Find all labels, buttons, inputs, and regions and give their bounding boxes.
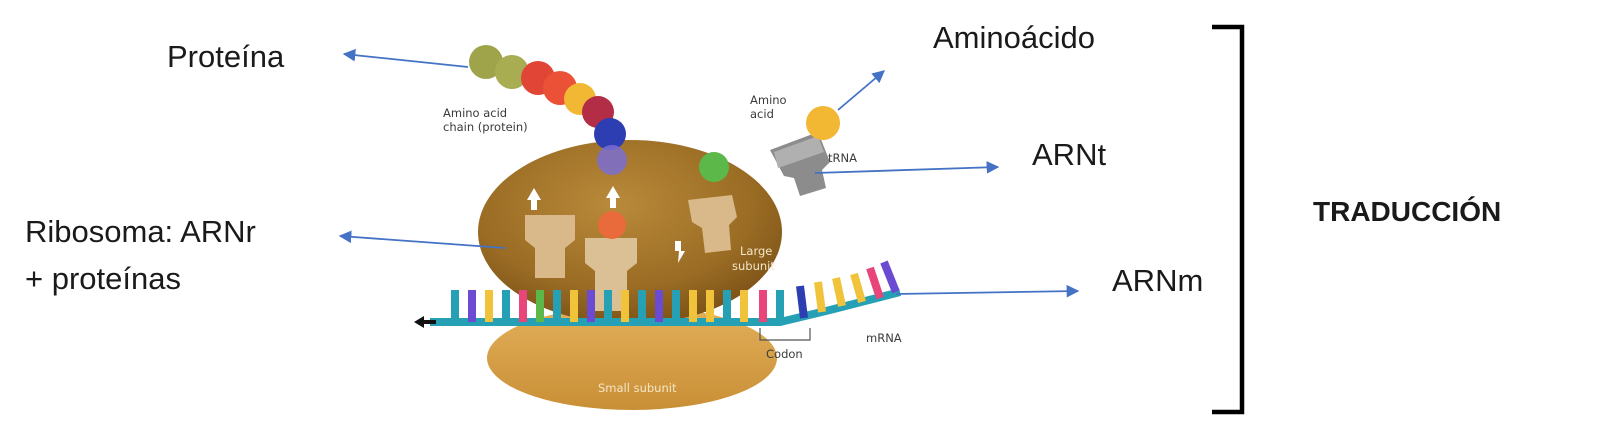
trna-label: tRNA	[828, 151, 857, 165]
arrow-ribosome	[338, 230, 506, 249]
label-amino-acid: Aminoácido	[933, 20, 1095, 55]
label-protein: Proteína	[167, 39, 285, 74]
free-amino-acid	[806, 106, 840, 140]
free-trna	[770, 132, 830, 196]
small-subunit	[487, 306, 777, 410]
trna-right-shape	[688, 195, 737, 253]
small-subunit-label: Small subunit	[598, 381, 677, 395]
label-trna: ARNt	[1032, 137, 1107, 172]
amino-label-line1: Amino	[750, 93, 787, 107]
label-mrna: ARNm	[1112, 263, 1204, 298]
mrna-bases	[451, 260, 900, 322]
trna-left-shape	[525, 215, 575, 278]
mrna-small-label: mRNA	[866, 331, 902, 345]
chain-label-line2: chain (protein)	[443, 120, 528, 134]
protein-chain	[469, 45, 627, 175]
amino-label-line2: acid	[750, 107, 774, 121]
large-subunit-label-line1: Large	[740, 244, 772, 258]
arrow-trna	[814, 161, 1000, 174]
label-ribosome-line1: Ribosoma: ARNr	[25, 214, 256, 249]
label-process: TRADUCCIÓN	[1313, 196, 1502, 227]
arrow-mrna	[895, 284, 1080, 298]
arrow-amino-acid	[837, 70, 885, 111]
amino-acid-green	[699, 152, 729, 182]
movement-arrows	[527, 186, 685, 263]
large-subunit-label-line2: subunit	[732, 259, 775, 273]
amino-acid-orange	[598, 211, 626, 239]
arrow-protein	[342, 48, 469, 68]
codon-bracket	[759, 328, 811, 341]
label-ribosome-line2: + proteínas	[25, 261, 181, 296]
codon-label: Codon	[766, 347, 803, 361]
process-bracket	[1212, 24, 1245, 415]
chain-label-line1: Amino acid	[443, 106, 507, 120]
